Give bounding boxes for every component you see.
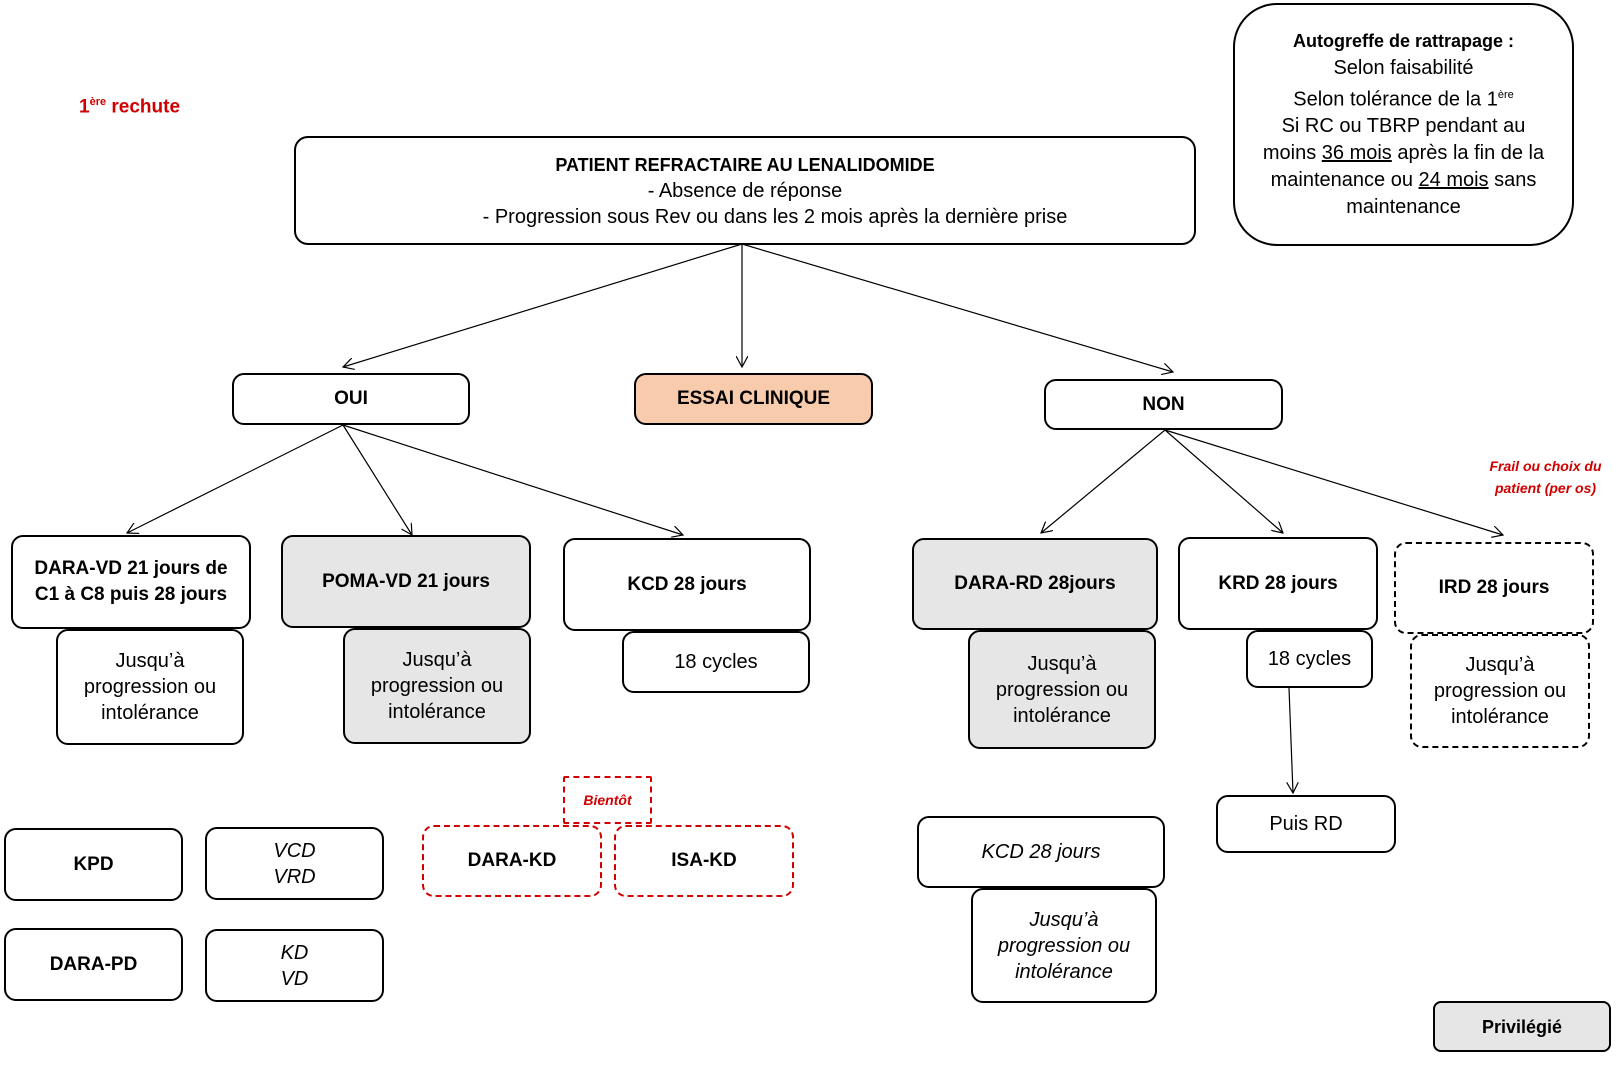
dara-pd-box: DARA-PD: [4, 928, 183, 1001]
ird-duration: Jusqu’à progression ou intolérance: [1410, 634, 1590, 748]
vcd-vrd-box: VCD VRD: [205, 827, 384, 900]
arrow-main-to-non: [741, 243, 1173, 372]
isa-kd-box: ISA-KD: [614, 825, 794, 897]
legend-privileged: Privilégié: [1433, 1001, 1611, 1052]
arrow-non-to-dararD: [1041, 429, 1166, 533]
krd-box: KRD 28 jours: [1178, 537, 1378, 630]
dara-kd-box: DARA-KD: [422, 825, 602, 897]
arrow-non-to-krd: [1164, 429, 1283, 533]
krd-then-rd: Puis RD: [1216, 795, 1396, 853]
ird-box: IRD 28 jours: [1394, 542, 1594, 634]
poma-vd-duration: Jusqu’à progression ou intolérance: [343, 628, 531, 744]
kcd-duration: 18 cycles: [622, 631, 810, 693]
soon-label: Bientôt: [563, 776, 652, 824]
main-patient-box: PATIENT REFRACTAIRE AU LENALIDOMIDE - Ab…: [294, 136, 1196, 245]
arrow-oui-to-kcd: [342, 424, 683, 535]
poma-vd-box: POMA-VD 21 jours: [281, 535, 531, 628]
dara-vd-duration: Jusqu’à progression ou intolérance: [56, 629, 244, 745]
frail-note: Frail ou choix du patient (per os): [1489, 458, 1602, 496]
dara-vd-box: DARA-VD 21 jours de C1 à C8 puis 28 jour…: [11, 535, 251, 629]
main-title: PATIENT REFRACTAIRE AU LENALIDOMIDE: [555, 154, 935, 175]
autograft-box: Autogreffe de rattrapage : Selon faisabi…: [1233, 3, 1574, 246]
arrow-oui-to-pomavd: [342, 424, 412, 535]
krd-duration: 18 cycles: [1246, 630, 1373, 688]
branch-non: NON: [1044, 379, 1283, 430]
dara-rd-duration: Jusqu’à progression ou intolérance: [968, 630, 1156, 749]
autograft-title: Autogreffe de rattrapage :: [1292, 30, 1515, 51]
arrow-main-to-oui: [343, 243, 743, 367]
kcd-alt-duration: Jusqu’à progression ou intolérance: [971, 888, 1157, 1003]
arrow-krd-to-rd: [1289, 687, 1293, 793]
relapse-title: 1ère rechute: [79, 96, 181, 118]
arrow-oui-to-daravd: [127, 424, 344, 533]
branch-clinical-trial: ESSAI CLINIQUE: [634, 373, 873, 425]
dara-rd-box: DARA-RD 28jours: [912, 538, 1158, 630]
kd-vd-box: KD VD: [205, 929, 384, 1002]
kcd-box: KCD 28 jours: [563, 538, 811, 631]
kpd-box: KPD: [4, 828, 183, 901]
branch-oui: OUI: [232, 373, 470, 425]
arrow-non-to-ird: [1164, 429, 1503, 535]
kcd-alt-box: KCD 28 jours: [917, 816, 1165, 888]
